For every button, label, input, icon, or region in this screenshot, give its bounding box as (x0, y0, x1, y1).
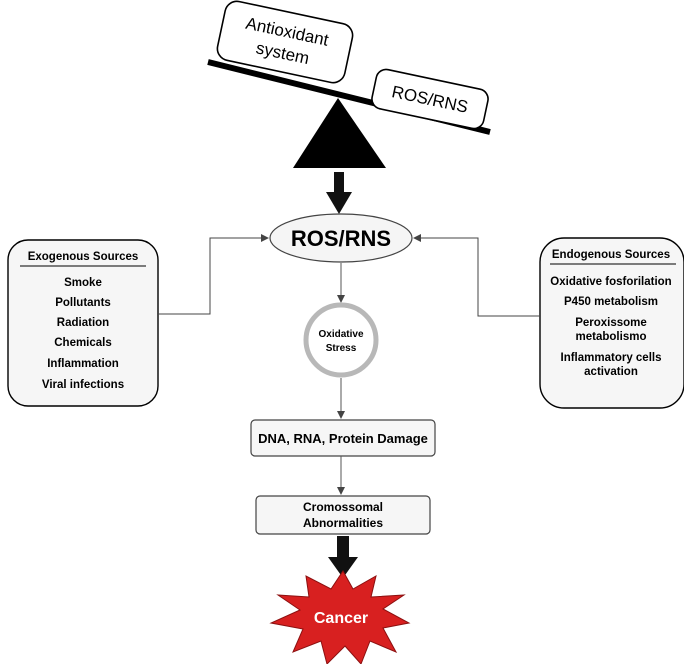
endogenous-title: Endogenous Sources (552, 249, 670, 261)
fulcrum-to-ros-arrow (326, 172, 352, 214)
oxidative-stress-line1: Oxidative (318, 329, 363, 340)
abnormalities-line1: Cromossomal (303, 500, 383, 514)
balance-scale: Antioxidant system ROS/RNS (207, 0, 491, 168)
endogenous-item: Peroxissome (575, 317, 647, 329)
abnormalities-to-cancer-arrow (328, 536, 358, 578)
cancer-node: Cancer (269, 570, 411, 664)
exogenous-connector (158, 234, 269, 315)
damage-label: DNA, RNA, Protein Damage (258, 431, 428, 446)
exogenous-sources-box: Exogenous Sources Smoke Pollutants Radia… (7, 239, 159, 407)
endogenous-connector (413, 234, 540, 317)
exogenous-item: Inflammation (47, 358, 119, 370)
damage-node: DNA, RNA, Protein Damage (250, 419, 436, 457)
cancer-starburst-shape (269, 570, 411, 664)
abnormalities-node: Cromossomal Abnormalities (255, 495, 431, 535)
endogenous-item: activation (584, 366, 638, 378)
oxidative-stress-node: Oxidative Stress (303, 302, 379, 378)
abnormalities-line2: Abnormalities (303, 516, 383, 530)
endogenous-item: Oxidative fosforilation (550, 276, 671, 288)
endogenous-item: P450 metabolism (564, 296, 658, 308)
exogenous-item: Pollutants (55, 297, 111, 309)
exogenous-item: Chemicals (54, 337, 112, 349)
cancer-label: Cancer (314, 610, 368, 627)
ros-rns-node: ROS/RNS (269, 213, 413, 263)
ros-rns-label: ROS/RNS (291, 226, 391, 251)
exogenous-title: Exogenous Sources (28, 251, 139, 263)
exogenous-item: Radiation (57, 317, 109, 329)
oxidative-stress-line2: Stress (326, 343, 357, 354)
endogenous-sources-box: Endogenous Sources Oxidative fosforilati… (539, 237, 684, 409)
ros-rns-weight-box: ROS/RNS (371, 68, 489, 130)
endogenous-item: Inflammatory cells (561, 352, 662, 364)
endogenous-item: metabolismo (576, 331, 647, 343)
balance-fulcrum (293, 98, 386, 168)
exogenous-item: Viral infections (42, 379, 124, 391)
antioxidant-box: Antioxidant system (216, 0, 354, 84)
exogenous-item: Smoke (64, 277, 102, 289)
